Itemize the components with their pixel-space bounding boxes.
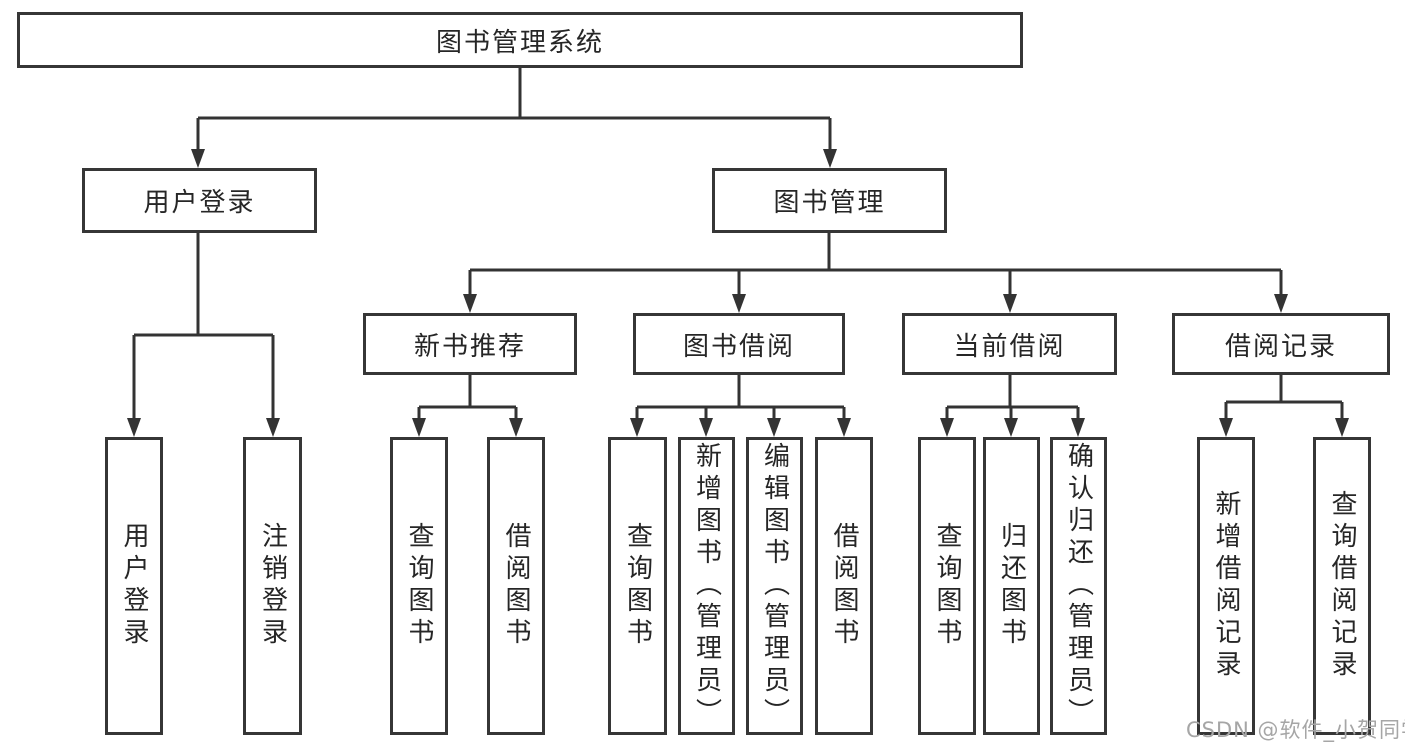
leaf-query-books: 查询图书 <box>608 437 667 735</box>
node-label: 用户登录 <box>143 188 256 218</box>
node-label: 查询图书 <box>404 522 434 650</box>
node-label: 借阅图书 <box>501 522 531 650</box>
csdn-watermark: CSDN @软件_小贺同学 <box>1186 718 1405 742</box>
leaf-confirm-return-admin: 确认归还（管理员） <box>1050 437 1107 735</box>
node-label: 新书推荐 <box>413 331 526 362</box>
node-book-borrow: 图书借阅 <box>633 313 845 375</box>
node-label: 注销登录 <box>257 522 288 650</box>
node-label: 图书管理系统 <box>435 27 604 58</box>
leaf-add-books-admin: 新增图书（管理员） <box>678 437 735 735</box>
node-label: 当前借阅 <box>953 331 1066 362</box>
leaf-return-books: 归还图书 <box>983 437 1040 735</box>
node-label: 新增借阅记录 <box>1211 490 1241 682</box>
leaf-user-login: 用户登录 <box>105 437 163 735</box>
leaf-add-borrow-record: 新增借阅记录 <box>1197 437 1255 735</box>
leaf-edit-books-admin: 编辑图书（管理员） <box>746 437 803 735</box>
node-label: 归还图书 <box>996 522 1027 650</box>
leaf-query-borrow-record: 查询借阅记录 <box>1313 437 1371 735</box>
node-label: 图书管理 <box>773 188 886 218</box>
node-book-management: 图书管理 <box>712 168 947 233</box>
node-label: 查询图书 <box>622 522 653 650</box>
leaf-borrow-books: 借阅图书 <box>487 437 545 735</box>
node-label: 借阅图书 <box>829 522 859 650</box>
node-user-login: 用户登录 <box>82 168 317 233</box>
node-label: 编辑图书（管理员） <box>759 442 790 730</box>
node-root-system: 图书管理系统 <box>17 12 1023 68</box>
node-current-borrow: 当前借阅 <box>902 313 1117 375</box>
leaf-query-books: 查询图书 <box>918 437 976 735</box>
leaf-logout: 注销登录 <box>243 437 302 735</box>
node-new-book-recommend: 新书推荐 <box>363 313 577 375</box>
tree-stems <box>134 68 1342 409</box>
arrowhead-icons <box>127 149 1349 437</box>
node-label: 借阅记录 <box>1224 331 1337 362</box>
leaf-borrow-books: 借阅图书 <box>815 437 873 735</box>
leaf-query-books: 查询图书 <box>390 437 448 735</box>
node-label: 用户登录 <box>119 522 149 650</box>
node-label: 图书借阅 <box>682 331 795 362</box>
node-label: 新增图书（管理员） <box>691 442 722 730</box>
node-label: 确认归还（管理员） <box>1063 442 1094 730</box>
node-borrow-records: 借阅记录 <box>1172 313 1390 375</box>
node-label: 查询图书 <box>932 522 962 650</box>
node-label: 查询借阅记录 <box>1327 490 1357 682</box>
arrow-shafts <box>132 118 1344 419</box>
